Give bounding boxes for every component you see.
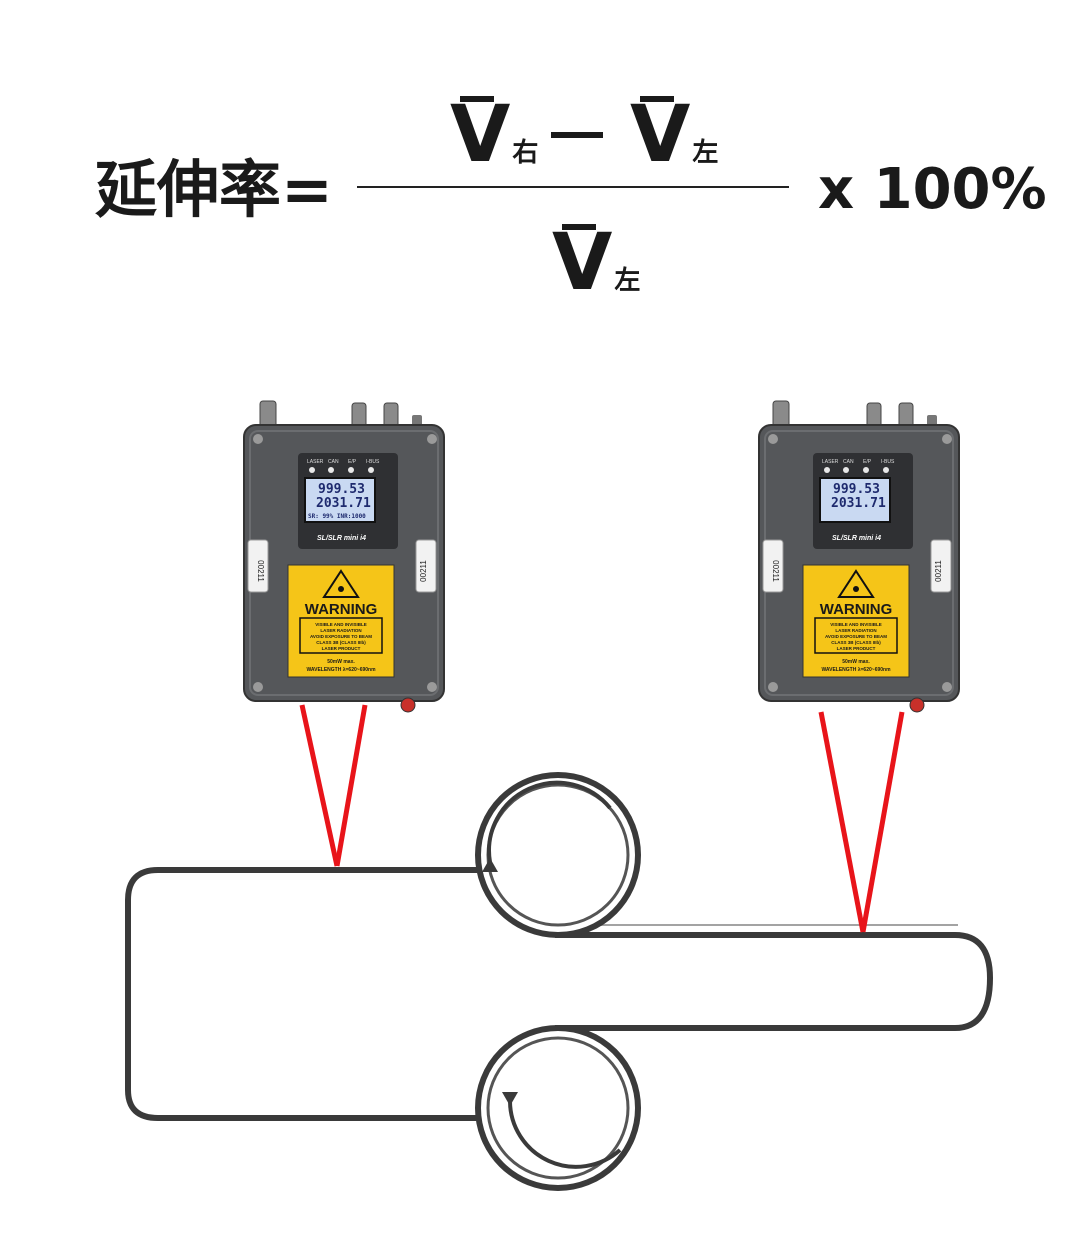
warning-body-line: CLASS 3B (CLASS IIIb) — [831, 640, 881, 645]
overbar — [562, 224, 596, 230]
strip-path — [125, 867, 480, 1121]
display-line1: 999.53 — [318, 482, 365, 497]
indicator-laser: LASER — [307, 459, 324, 465]
serial-right: 00211 — [934, 560, 943, 582]
power-rating: 50mW max. — [327, 659, 355, 665]
overbar — [640, 96, 674, 102]
wavelength: WAVELENGTH λ=620~690nm — [821, 667, 891, 673]
display-line2: 2031.71 — [831, 496, 886, 511]
laser-hazard-icon — [837, 569, 875, 598]
laser-hazard-icon — [322, 569, 360, 598]
serial-right: 00211 — [419, 560, 428, 582]
v-subscript: 左 — [614, 266, 641, 296]
elongation-formula: 延伸率= V右 V左 V左 x 100% — [0, 0, 1080, 330]
warning-body-line: VISIBLE AND INVISIBLE — [830, 622, 882, 627]
formula-multiplier: x 100% — [818, 157, 1047, 222]
fraction-line — [357, 186, 789, 188]
strip-path-return — [555, 932, 994, 1031]
indicator-ep: E/P — [348, 459, 357, 465]
warning-body-line: VISIBLE AND INVISIBLE — [315, 622, 367, 627]
warning-title: WARNING — [305, 601, 378, 618]
model-label: SL/SLR mini i4 — [317, 535, 366, 542]
display-line1: 999.53 — [833, 482, 880, 497]
formula-lhs: 延伸率= — [95, 153, 333, 226]
numerator-v-left: V左 — [630, 90, 718, 198]
laser-sensor-device-right: LASER CAN E/P I-BUS 999.53 2031.71 SL/SL… — [758, 400, 960, 713]
laser-sensor-device-left: LASER CAN E/P I-BUS 999.53 2031.71 SR: 9… — [243, 400, 445, 713]
laser-beam-left — [299, 704, 368, 867]
indicator-ibus: I-BUS — [881, 459, 895, 465]
warning-body-line: CLASS 3B (CLASS IIIb) — [316, 640, 366, 645]
indicator-ibus: I-BUS — [366, 459, 380, 465]
warning-body-line: AVOID EXPOSURE TO BEAM — [310, 634, 372, 639]
serial-left: 00211 — [771, 560, 780, 582]
indicator-can: CAN — [843, 459, 854, 465]
power-rating: 50mW max. — [842, 659, 870, 665]
laser-beam-right — [818, 711, 905, 933]
warning-body-line: LASER PRODUCT — [837, 646, 876, 651]
denominator-v-left: V左 — [552, 218, 640, 326]
v-symbol: V — [552, 218, 613, 308]
v-subscript: 右 — [512, 138, 539, 168]
lcd-display — [819, 477, 891, 523]
warning-body-line: LASER RADIATION — [320, 628, 361, 633]
indicator-laser: LASER — [822, 459, 839, 465]
wavelength: WAVELENGTH λ=620~690nm — [306, 667, 376, 673]
minus-sign — [551, 132, 603, 138]
display-line3: SR: 99% INR:1000 — [308, 513, 366, 520]
warning-title: WARNING — [820, 601, 893, 618]
serial-left: 00211 — [256, 560, 265, 582]
upper-roller — [475, 772, 641, 938]
v-symbol: V — [630, 90, 691, 180]
warning-body-line: LASER RADIATION — [835, 628, 876, 633]
lcd-display — [304, 477, 376, 523]
indicator-ep: E/P — [863, 459, 872, 465]
model-label: SL/SLR mini i4 — [832, 535, 881, 542]
warning-body-line: AVOID EXPOSURE TO BEAM — [825, 634, 887, 639]
warning-body-line: LASER PRODUCT — [322, 646, 361, 651]
indicator-can: CAN — [328, 459, 339, 465]
numerator-v-right: V右 — [450, 90, 538, 198]
v-symbol: V — [450, 90, 511, 180]
lower-roller — [475, 1025, 641, 1191]
v-subscript: 左 — [692, 138, 719, 168]
overbar — [460, 96, 494, 102]
display-line2: 2031.71 — [316, 496, 371, 511]
